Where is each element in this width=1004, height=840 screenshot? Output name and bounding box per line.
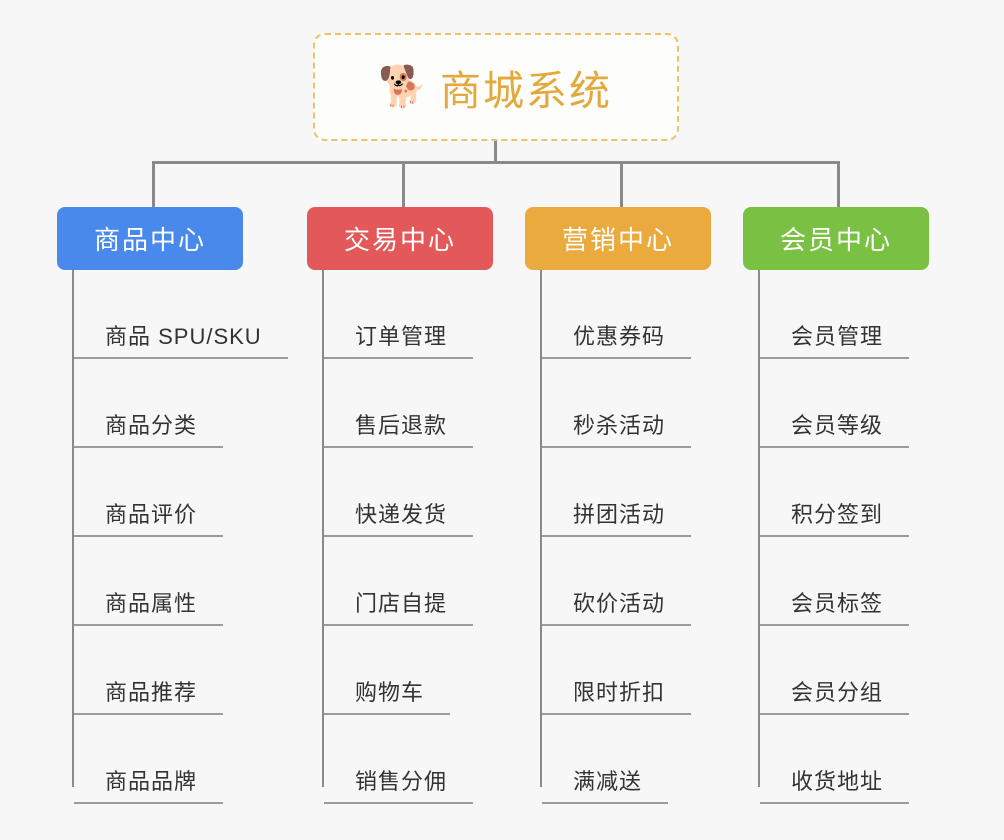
connector-drop-3	[620, 161, 623, 208]
leaf-list-trade: 订单管理 售后退款 快递发货 门店自提 购物车 销售分佣	[322, 270, 527, 804]
category-header-product[interactable]: 商品中心	[57, 207, 243, 270]
branch-column-trade: 交易中心 订单管理 售后退款 快递发货 门店自提 购物车 销售分佣	[307, 207, 527, 804]
leaf-label: 积分签到	[760, 497, 910, 537]
list-item[interactable]: 商品分类	[72, 359, 277, 448]
connector-drop-1	[152, 161, 155, 208]
list-item[interactable]: 商品品牌	[72, 715, 277, 804]
connector-drop-2	[402, 161, 405, 208]
branch-column-marketing: 营销中心 优惠券码 秒杀活动 拼团活动 砍价活动 限时折扣 满减送	[525, 207, 745, 804]
list-item[interactable]: 销售分佣	[322, 715, 527, 804]
list-item[interactable]: 商品 SPU/SKU	[72, 270, 288, 359]
list-item[interactable]: 积分签到	[758, 448, 963, 537]
category-label: 商品中心	[93, 225, 206, 255]
list-item[interactable]: 秒杀活动	[540, 359, 745, 448]
root-title: 商城系统	[440, 68, 612, 114]
category-label: 营销中心	[561, 225, 674, 255]
leaf-label: 门店自提	[324, 586, 474, 626]
leaf-label: 订单管理	[324, 319, 474, 359]
list-item[interactable]: 门店自提	[322, 537, 527, 626]
list-item[interactable]: 商品评价	[72, 448, 277, 537]
leaf-label: 商品品牌	[74, 764, 224, 804]
list-item[interactable]: 会员标签	[758, 537, 963, 626]
leaf-label: 限时折扣	[542, 675, 692, 715]
leaf-label: 会员管理	[760, 319, 910, 359]
list-item[interactable]: 限时折扣	[540, 626, 745, 715]
list-item[interactable]: 会员管理	[758, 270, 963, 359]
trunk-line	[72, 270, 74, 787]
list-item[interactable]: 订单管理	[322, 270, 527, 359]
leaf-label: 会员分组	[760, 675, 910, 715]
branch-column-member: 会员中心 会员管理 会员等级 积分签到 会员标签 会员分组 收货地址	[743, 207, 963, 804]
list-item[interactable]: 购物车	[322, 626, 527, 715]
leaf-label: 秒杀活动	[542, 408, 692, 448]
trunk-line	[322, 270, 324, 787]
list-item[interactable]: 商品推荐	[72, 626, 277, 715]
shiba-dog-icon: 🐕	[378, 65, 428, 109]
list-item[interactable]: 满减送	[540, 715, 745, 804]
leaf-label: 会员等级	[760, 408, 910, 448]
leaf-label: 商品 SPU/SKU	[74, 319, 288, 359]
leaf-label: 销售分佣	[324, 764, 474, 804]
list-item[interactable]: 会员分组	[758, 626, 963, 715]
connector-drop-4	[837, 161, 840, 208]
leaf-label: 拼团活动	[542, 497, 692, 537]
category-header-marketing[interactable]: 营销中心	[525, 207, 711, 270]
leaf-list-marketing: 优惠券码 秒杀活动 拼团活动 砍价活动 限时折扣 满减送	[540, 270, 745, 804]
connector-root-stem	[494, 141, 497, 163]
leaf-label: 商品分类	[74, 408, 224, 448]
category-label: 会员中心	[779, 225, 892, 255]
list-item[interactable]: 会员等级	[758, 359, 963, 448]
leaf-label: 快递发货	[324, 497, 474, 537]
list-item[interactable]: 售后退款	[322, 359, 527, 448]
leaf-label: 会员标签	[760, 586, 910, 626]
leaf-label: 售后退款	[324, 408, 474, 448]
list-item[interactable]: 砍价活动	[540, 537, 745, 626]
list-item[interactable]: 优惠券码	[540, 270, 745, 359]
root-node[interactable]: 🐕 商城系统	[313, 33, 679, 141]
list-item[interactable]: 商品属性	[72, 537, 277, 626]
leaf-label: 商品评价	[74, 497, 224, 537]
trunk-line	[758, 270, 760, 787]
category-header-trade[interactable]: 交易中心	[307, 207, 493, 270]
list-item[interactable]: 收货地址	[758, 715, 963, 804]
connector-horizontal-bus	[152, 161, 840, 164]
leaf-label: 收货地址	[760, 764, 910, 804]
leaf-label: 优惠券码	[542, 319, 692, 359]
leaf-label: 购物车	[324, 675, 451, 715]
leaf-list-product: 商品 SPU/SKU 商品分类 商品评价 商品属性 商品推荐 商品品牌	[72, 270, 288, 804]
leaf-list-member: 会员管理 会员等级 积分签到 会员标签 会员分组 收货地址	[758, 270, 963, 804]
leaf-label: 商品属性	[74, 586, 224, 626]
leaf-label: 商品推荐	[74, 675, 224, 715]
category-header-member[interactable]: 会员中心	[743, 207, 929, 270]
branch-column-product: 商品中心 商品 SPU/SKU 商品分类 商品评价 商品属性 商品推荐 商品品牌	[57, 207, 288, 804]
list-item[interactable]: 快递发货	[322, 448, 527, 537]
trunk-line	[540, 270, 542, 787]
leaf-label: 满减送	[542, 764, 669, 804]
category-label: 交易中心	[343, 225, 456, 255]
leaf-label: 砍价活动	[542, 586, 692, 626]
list-item[interactable]: 拼团活动	[540, 448, 745, 537]
